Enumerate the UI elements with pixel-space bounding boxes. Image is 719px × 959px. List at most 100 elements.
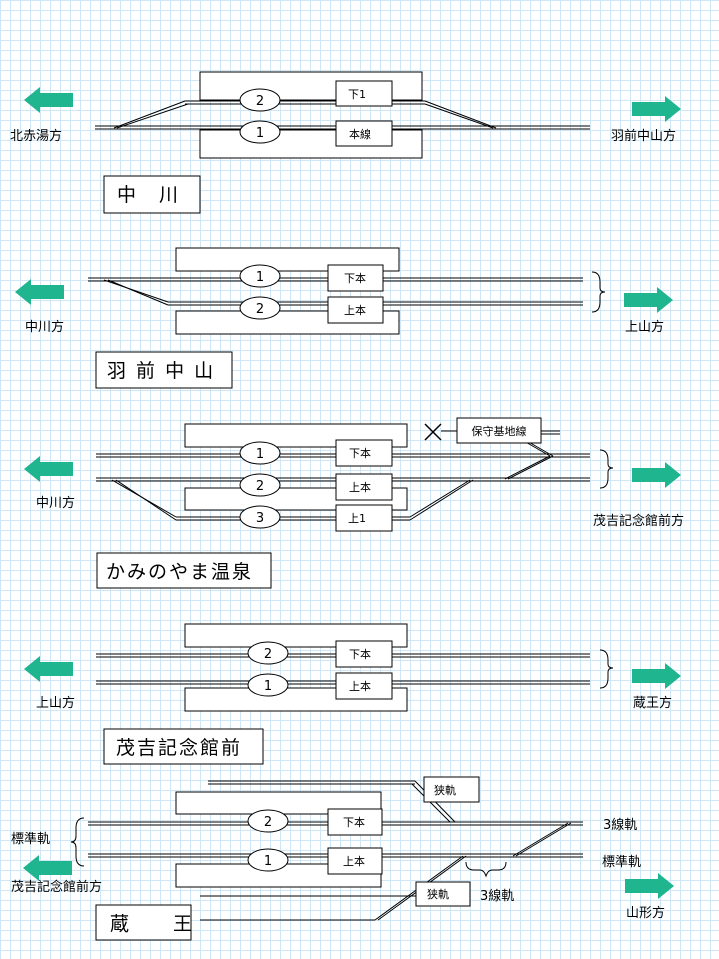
gauge-label-left: 標準軌 [11,831,50,847]
track-number-badge [239,264,281,288]
station-nakagawa: 北赤湯方 羽前中山方 2 1 下1 本線 中 川 [10,71,681,214]
arrow-left-icon [24,456,73,482]
track-label-box [335,120,393,147]
track-label-box [327,847,383,875]
arrow-left-icon [24,87,73,113]
direction-left: 上山方 [36,695,75,711]
track-number-badge [239,473,281,497]
turnout-left [103,279,169,303]
narrow-gauge-label-box [415,881,471,907]
track-number-badge [247,848,289,872]
turnout-left [113,100,186,129]
direction-left: 中川方 [25,319,64,335]
svg-text:上本: 上本 [343,854,365,868]
station-uzen-nakayama: 中川方 上山方 1 2 下本 上本 羽 前 中 山 [15,247,673,389]
svg-text:2: 2 [256,302,264,317]
station-name-box [95,351,233,389]
arrow-right-icon [632,462,681,488]
svg-text:2: 2 [264,815,272,830]
crossover [512,822,569,857]
svg-text:1: 1 [264,679,272,694]
svg-text:下本: 下本 [349,446,371,460]
station-name: 蔵 王 [110,913,194,935]
track-label-box [327,264,384,292]
svg-text:1: 1 [256,126,264,141]
arrow-left-icon [23,855,72,881]
station-name: 茂吉記念館前 [116,736,242,759]
svg-text:2: 2 [256,479,264,494]
brace [591,271,606,313]
track-label-box [335,473,393,501]
station-zao: 標準軌 茂吉記念館前方 山形方 3線軌 標準軌 狭軌 狭軌 3線軌 2 [11,776,674,941]
three-rail-label: 3線軌 [480,888,514,904]
direction-right: 蔵王方 [633,695,672,711]
svg-text:狭軌: 狭軌 [434,783,456,797]
track-number-badge [239,88,281,112]
direction-right: 山形方 [626,905,665,921]
direction-right: 茂吉記念館前方 [593,513,684,529]
direction-left: 中川方 [36,495,75,511]
siding-label-box [456,417,542,444]
track-label-box [335,80,393,107]
track-number-badge [239,120,281,144]
svg-text:保守基地線: 保守基地線 [472,424,527,438]
track-number-badge [247,673,289,697]
svg-text:2: 2 [264,647,272,662]
arrow-left-icon [24,656,73,682]
svg-text:狭軌: 狭軌 [427,887,449,901]
arrow-right-icon [632,663,681,689]
station-name: かみのやま温泉 [106,561,253,583]
station-kaminoyama-onsen: 中川方 茂吉記念館前方 保守基地線 1 [24,417,684,589]
cross-icon [424,423,442,441]
crossover [504,455,551,480]
svg-text:上本: 上本 [349,480,371,494]
svg-text:2: 2 [256,94,264,109]
arrow-right-icon [625,873,674,899]
track-label-box [335,672,393,700]
narrow-gauge-label-box [423,776,480,803]
track-label-box [335,504,393,532]
station-name: 中 川 [117,184,180,206]
track-number-badge [239,505,281,529]
track-number-badge [247,641,289,665]
brace [599,449,614,489]
direction-right: 上山方 [625,319,664,335]
svg-text:下1: 下1 [348,88,366,101]
svg-text:下本: 下本 [343,815,365,829]
svg-text:下本: 下本 [344,271,366,285]
arrow-left-icon [15,279,64,305]
svg-text:上本: 上本 [349,679,371,693]
svg-text:3: 3 [256,511,264,526]
station-name-box [103,728,264,765]
direction-right: 羽前中山方 [611,128,676,144]
station-name: 羽 前 中 山 [107,360,215,382]
gauge-label-right-bottom: 標準軌 [602,854,641,870]
station-name-box [103,175,201,214]
svg-text:上1: 上1 [348,512,366,525]
track-label-box [335,640,393,668]
track-number-badge [239,296,281,320]
gauge-label-right-top: 3線軌 [603,817,637,833]
arrow-right-icon [632,96,681,122]
arrow-right-icon [624,287,673,313]
track-label-box [327,808,383,836]
track-label-box [335,439,393,467]
station-name-box [96,552,272,589]
svg-text:1: 1 [256,270,264,285]
track-number-badge [239,441,281,465]
svg-text:上本: 上本 [344,303,366,317]
svg-text:1: 1 [264,854,272,869]
station-name-box [95,904,192,941]
svg-text:本線: 本線 [349,127,371,141]
svg-text:1: 1 [256,447,264,462]
direction-left: 茂吉記念館前方 [11,879,102,895]
track-number-badge [247,809,289,833]
brace [599,649,614,689]
brace [465,861,507,878]
svg-text:下本: 下本 [349,647,371,661]
brace [70,817,85,867]
track-label-box [327,296,384,324]
direction-left: 北赤湯方 [10,128,62,144]
turnout-right [424,100,497,129]
